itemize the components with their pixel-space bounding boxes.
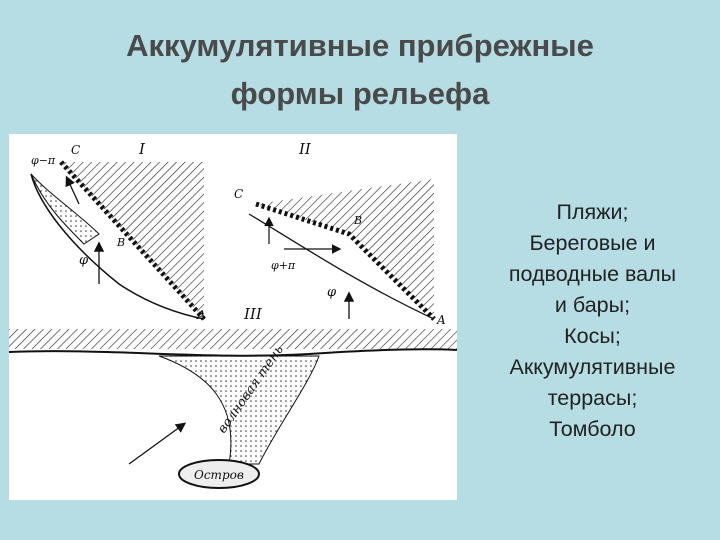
- list-line: Аккумулятивные: [509, 355, 676, 379]
- panel-3: [9, 329, 457, 489]
- list-line: Косы;: [564, 324, 621, 348]
- list-line: террасы;: [547, 386, 638, 410]
- point-label-c1: C: [71, 143, 80, 157]
- panel-2: [248, 179, 436, 321]
- panel-1: [30, 160, 206, 321]
- relief-diagram: I C B A φ−π φ II C B A φ+π φ III волнов: [9, 134, 457, 500]
- list-line: Томболо: [549, 417, 636, 441]
- relief-forms-list: Пляжи; Береговые и подводные валы и бары…: [470, 197, 715, 445]
- point-label-b2: B: [353, 214, 362, 227]
- list-line: и бары;: [554, 293, 631, 317]
- point-label-c2: C: [234, 187, 243, 201]
- point-label-a2: A: [436, 313, 446, 327]
- point-label-b1: B: [116, 236, 125, 249]
- panel-label-2: II: [298, 140, 312, 158]
- list-line: подводные валы: [508, 262, 677, 286]
- point-label-a1: A: [196, 308, 206, 322]
- angle-label-2a: φ+π: [271, 259, 296, 272]
- island-label: Остров: [194, 468, 244, 482]
- panel-label-1: I: [138, 140, 146, 158]
- angle-label-2b: φ: [327, 285, 337, 300]
- list-line: Пляжи;: [556, 200, 629, 224]
- slide-title: Аккумулятивные прибрежные формы рельефа: [0, 22, 720, 118]
- title-line-2: формы рельефа: [230, 76, 490, 111]
- panel-label-3: III: [243, 305, 263, 323]
- list-line: Береговые и: [529, 231, 656, 255]
- title-line-1: Аккумулятивные прибрежные: [126, 28, 594, 63]
- angle-label-1a: φ−π: [31, 154, 56, 167]
- angle-label-1b: φ: [79, 253, 89, 268]
